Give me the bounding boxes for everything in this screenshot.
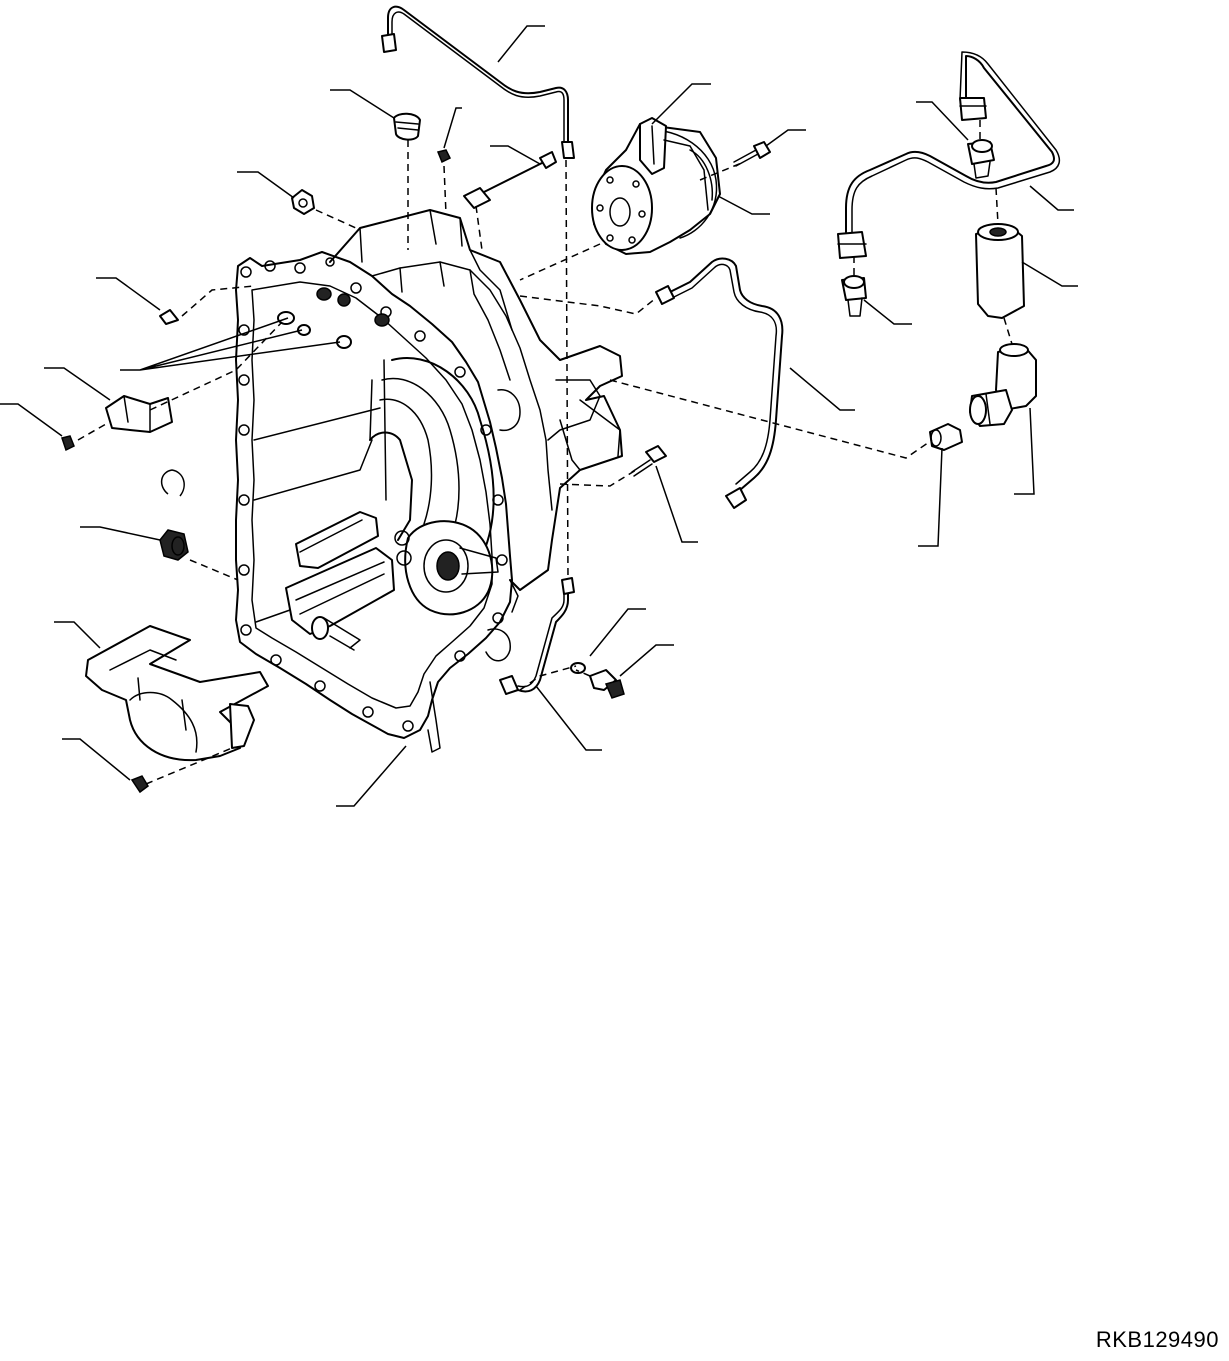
tube-fitting-bottom-top	[561, 577, 575, 595]
elbow-fitting-part	[969, 343, 1037, 427]
cover-plate-part	[85, 625, 269, 762]
coupling-part	[975, 223, 1025, 319]
transmission-housing	[235, 209, 623, 753]
fitting-nut-right-top	[959, 97, 987, 121]
cap-plug-part	[393, 112, 421, 141]
nut-part	[291, 189, 315, 215]
drawing-code-label: RKB129490	[1095, 1327, 1219, 1352]
bolt-part-pump	[733, 141, 771, 167]
sensor-rod-part	[463, 151, 557, 209]
adapter-part-right-left	[841, 275, 867, 317]
tube-fitting-bottom-end	[499, 675, 519, 695]
snap-ring-part	[160, 469, 185, 497]
pump-assembly-part	[591, 117, 721, 255]
bolt-part-left	[61, 435, 75, 452]
tube-fitting-mid	[561, 141, 575, 159]
small-plug-part	[436, 149, 452, 164]
bolt-part-middle	[631, 445, 667, 477]
tube-fitting-lower-bottom	[725, 487, 747, 509]
fitting-nut-right-left	[837, 231, 867, 259]
o-ring-set	[277, 287, 390, 349]
oil-tube-top	[387, 5, 569, 143]
dowel-pin-part	[159, 309, 179, 325]
bracket-part	[105, 395, 173, 433]
o-ring-lower	[570, 662, 586, 674]
threaded-plug-part	[159, 529, 189, 561]
plug-bolt-lower	[589, 669, 625, 699]
bolt-part-bottom	[130, 775, 149, 794]
tube-fitting-lower-top	[655, 285, 675, 305]
oil-tube-right	[845, 55, 1055, 233]
leader-lines	[0, 25, 1078, 807]
adapter-part-elbow	[929, 423, 963, 451]
assembly-lines	[77, 120, 1013, 785]
tube-fitting-top	[381, 33, 397, 53]
oil-tube-lower	[665, 257, 784, 491]
adapter-part-right-top	[967, 139, 995, 179]
oil-tube-bottom	[517, 585, 569, 693]
